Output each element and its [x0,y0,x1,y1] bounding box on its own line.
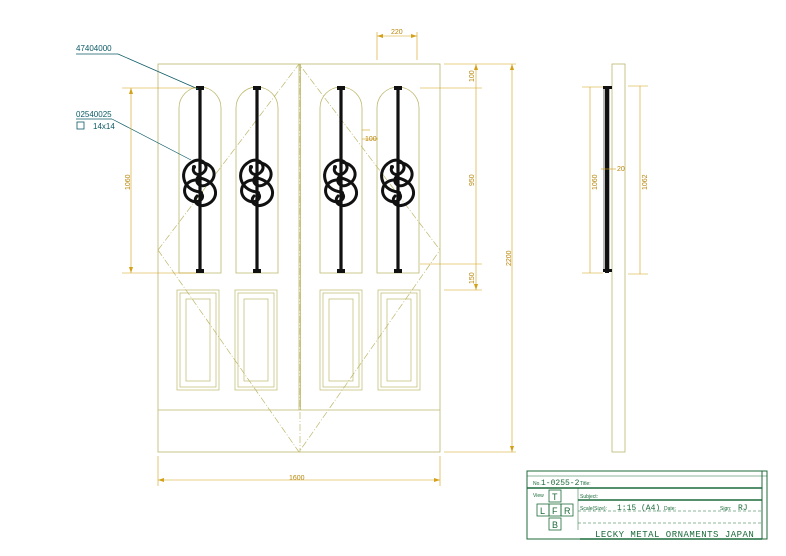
side-view [603,63,626,453]
swing-lines [157,63,441,453]
grille-3 [323,84,359,275]
part-number-scroll: 02540025 [76,110,112,119]
tb-sign-value: RJ [738,504,748,513]
view-top-box [548,489,562,503]
dim-100-inner: 100 [365,136,377,143]
dim-220: 220 [391,29,403,36]
side-dimension-lines [582,85,648,275]
tb-subject-label: Subject: [580,494,598,500]
tb-view-R: R [564,506,571,516]
dim-100-top: 100 [469,70,476,82]
tb-view-label: View [533,493,544,499]
tb-sign-label: Sign: [720,506,731,512]
side-dim-20: 20 [617,166,625,173]
dimension-lines [122,32,516,486]
view-bottom-box [548,517,562,531]
tb-view-T: T [552,492,558,502]
title-block [526,470,768,540]
dim-950: 950 [469,174,476,186]
tb-company: LECKY METAL ORNAMENTS JAPAN [595,530,754,540]
side-dim-1062: 1062 [642,174,649,190]
dim-1600: 1600 [289,475,305,482]
grille-2 [239,84,275,275]
tb-title-label: Title: [580,481,591,487]
grille-1 [182,84,218,275]
tb-scale-value: 1:15 (A4) [617,504,660,513]
view-right-box [560,503,574,517]
dim-150: 150 [469,272,476,284]
square-section-icon [76,121,85,130]
tb-view-B: B [552,520,558,530]
part-number-bar: 47404000 [76,44,112,53]
side-dim-1060: 1060 [592,174,599,190]
part-size: 14x14 [93,122,115,131]
tb-view-F: F [552,506,558,516]
tb-no-label: No. [533,481,541,487]
lower-panels [176,289,421,391]
tb-no-value: 1-0255-2 [541,479,580,488]
dim-1060: 1060 [125,174,132,190]
dimension-arrows [129,34,514,482]
tb-scale-label: Scale(Size): [580,506,607,512]
tb-date-label: Date: [664,506,676,512]
tb-view-L: L [540,506,545,516]
dim-2200: 2200 [506,250,513,266]
leader-lines [76,53,199,161]
